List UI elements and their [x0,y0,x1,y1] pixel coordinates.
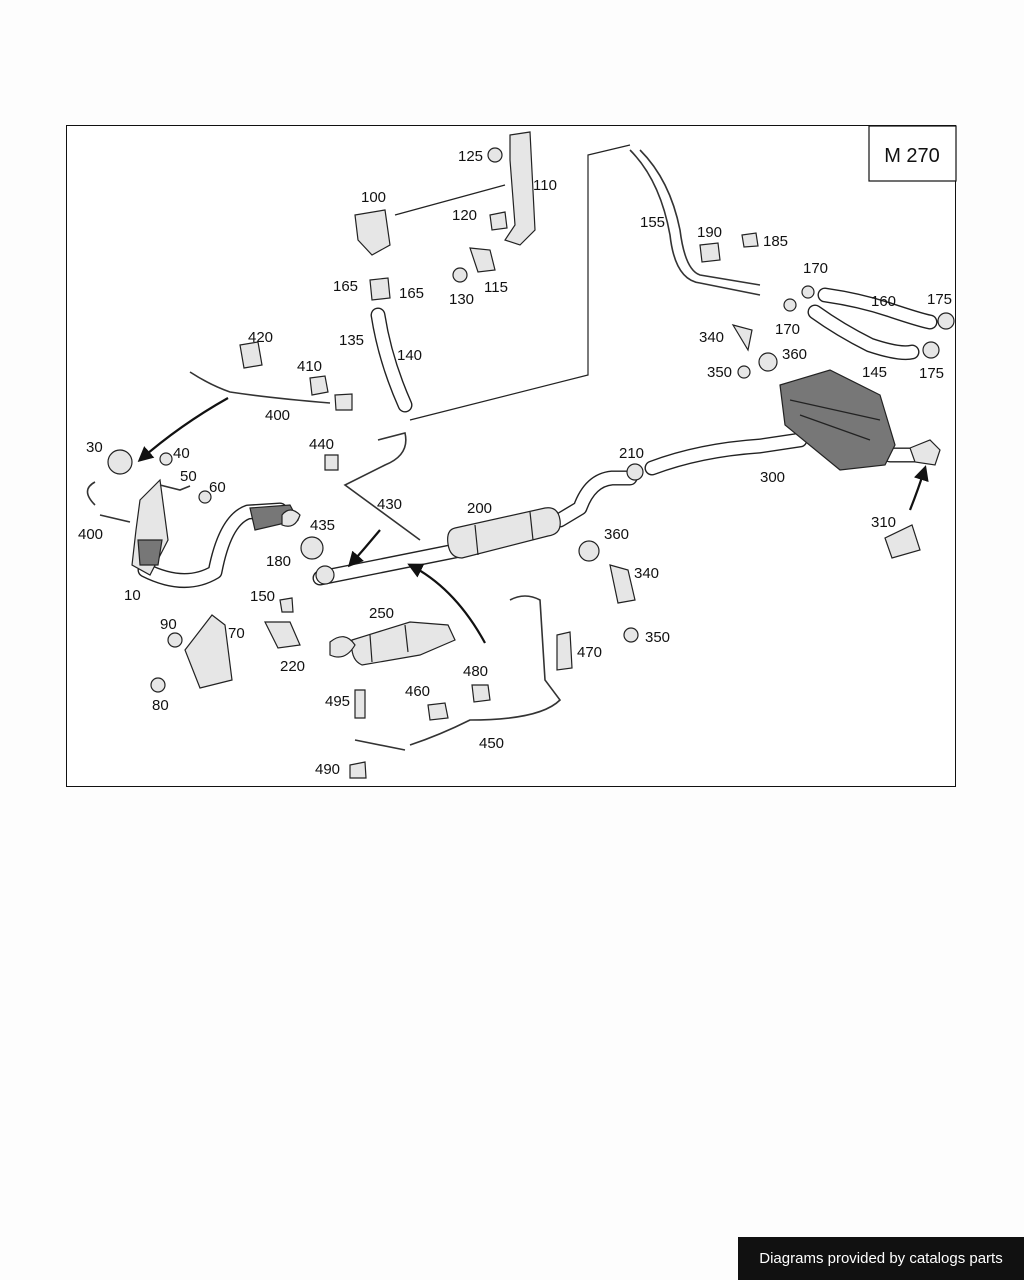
part-label: 430 [377,496,402,513]
middle-muffler [447,507,561,559]
part-label: 360 [782,346,807,363]
small-parts [86,131,955,779]
part-label: 125 [458,148,483,165]
part-label: 300 [760,469,785,486]
part-label: 360 [604,526,629,543]
part-label: 495 [325,693,350,710]
part-label: 50 [180,468,197,485]
part-label: 435 [310,517,335,534]
part-label: 210 [619,445,644,462]
part-label: 340 [699,329,724,346]
model-code-box: M 270 [868,125,957,182]
footer-banner: Diagrams provided by catalogs parts [738,1237,1024,1280]
flex-section [249,504,301,531]
model-code: M 270 [884,145,940,167]
part-label: 30 [86,439,103,456]
part-label: 135 [339,332,364,349]
part-label: 115 [484,279,508,296]
part-label: 165 [399,285,424,302]
part-label: 400 [78,526,103,543]
part-label: 180 [266,553,291,570]
part-label: 310 [871,514,896,531]
pressure-lines [370,144,938,421]
part-label: 410 [297,358,322,375]
part-label: 150 [250,588,275,605]
part-label: 420 [248,329,273,346]
part-label: 170 [803,260,828,277]
part-label: 450 [479,735,504,752]
part-label: 140 [397,347,422,364]
part-label: 340 [634,565,659,582]
part-label: 10 [124,587,141,604]
part-label: 165 [333,278,358,295]
part-label: 90 [160,616,177,633]
rear-muffler [779,369,941,471]
part-label: 60 [209,479,226,496]
part-label: 460 [405,683,430,700]
part-label: 160 [871,293,896,310]
particulate-filter [329,621,456,666]
part-labels: 10 30 40 50 60 70 80 90 100 110 115 120 … [78,148,952,778]
part-label: 175 [927,291,952,308]
part-label: 185 [763,233,788,250]
part-label: 100 [361,189,386,206]
part-label: 70 [228,625,245,642]
part-label: 190 [697,224,722,241]
part-label: 250 [369,605,394,622]
part-label: 470 [577,644,602,661]
part-label: 350 [707,364,732,381]
part-label: 200 [467,500,492,517]
part-label: 145 [862,364,887,381]
part-label: 490 [315,761,340,778]
direction-arrows [137,397,929,644]
part-label: 350 [645,629,670,646]
part-label: 130 [449,291,474,308]
part-label: 155 [640,214,665,231]
part-label: 170 [775,321,800,338]
part-label: 80 [152,697,169,714]
part-label: 175 [919,365,944,382]
part-label: 480 [463,663,488,680]
part-label: 220 [280,658,305,675]
part-label: 120 [452,207,477,224]
part-label: 400 [265,407,290,424]
catalytic-converter [131,478,169,576]
part-label: 440 [309,436,334,453]
part-label: 40 [173,445,190,462]
part-label: 110 [533,177,557,194]
